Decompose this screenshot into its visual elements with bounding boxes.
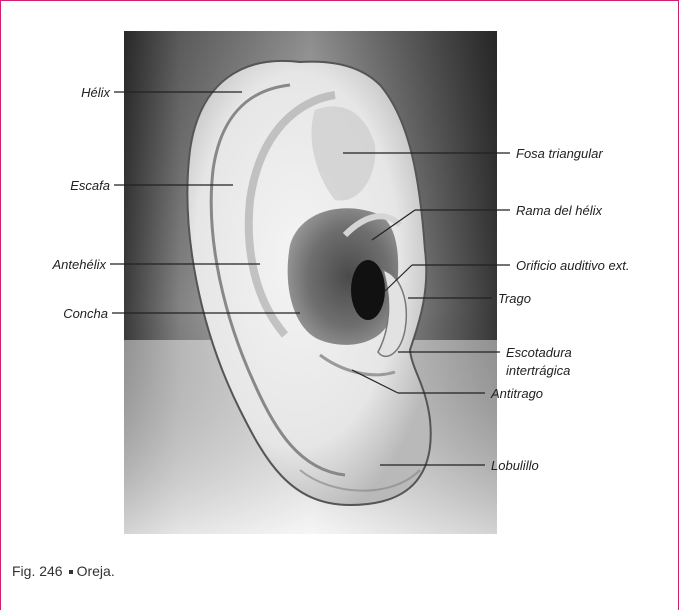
label-concha: Concha — [63, 306, 108, 321]
label-helix: Hélix — [81, 85, 110, 100]
label-escotadura: Escotadura — [506, 345, 572, 360]
label-fosa-triangular: Fosa triangular — [516, 146, 603, 161]
label-rama-helix: Rama del hélix — [516, 203, 602, 218]
label-antehelix: Antehélix — [52, 257, 107, 272]
label-trago: Trago — [498, 291, 531, 306]
caption-number: Fig. 246 — [12, 563, 63, 579]
ear-canal-opening — [351, 260, 385, 320]
label-intertragica: intertrágica — [506, 363, 570, 378]
figure-caption: Fig. 246 Oreja. — [12, 563, 115, 579]
label-antitrago: Antitrago — [490, 386, 543, 401]
caption-bullet-icon — [69, 570, 73, 574]
label-escafa: Escafa — [70, 178, 110, 193]
caption-title: Oreja. — [77, 563, 115, 579]
label-lobulillo: Lobulillo — [491, 458, 539, 473]
label-orificio-auditivo: Orificio auditivo ext. — [516, 258, 629, 273]
